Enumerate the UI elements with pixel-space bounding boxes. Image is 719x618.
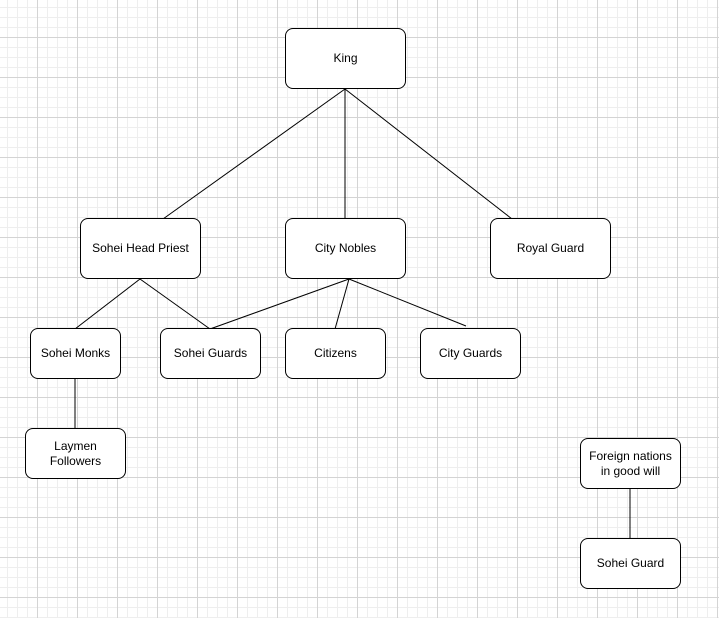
edge-king-sohei-head-priest [162, 88, 346, 220]
edge-sohei-head-priest-sohei-guards [139, 278, 211, 330]
node-sohei-guards[interactable]: Sohei Guards [160, 328, 261, 379]
node-city-nobles[interactable]: City Nobles [285, 218, 406, 279]
node-sohei-monks[interactable]: Sohei Monks [30, 328, 121, 379]
node-label: Royal Guard [516, 241, 585, 255]
edge-city-nobles-city-guards [348, 278, 467, 327]
node-label: King [333, 51, 358, 65]
node-foreign-nations[interactable]: Foreign nations in good will [580, 438, 681, 489]
node-city-guards[interactable]: City Guards [420, 328, 521, 379]
node-label: Citizens [314, 346, 357, 360]
node-label: City Nobles [314, 241, 377, 255]
node-king[interactable]: King [285, 28, 406, 89]
node-citizens[interactable]: Citizens [285, 328, 386, 379]
node-label: Foreign nations in good will [589, 448, 672, 478]
node-royal-guard[interactable]: Royal Guard [490, 218, 611, 279]
node-sohei-head-priest[interactable]: Sohei Head Priest [80, 218, 201, 279]
edge-city-nobles-citizens [334, 278, 350, 330]
node-label: City Guards [438, 346, 503, 360]
node-label: Laymen Followers [49, 438, 102, 468]
node-label: Sohei Guard [596, 556, 665, 570]
edge-king-royal-guard [344, 88, 513, 220]
node-sohei-guard[interactable]: Sohei Guard [580, 538, 681, 589]
node-label: Sohei Guards [173, 346, 248, 360]
edge-city-nobles-sohei-guards [209, 278, 350, 330]
node-label: Sohei Monks [40, 346, 111, 360]
edge-sohei-head-priest-sohei-monks [74, 278, 141, 330]
node-label: Sohei Head Priest [92, 241, 189, 255]
node-laymen-followers[interactable]: Laymen Followers [25, 428, 126, 479]
